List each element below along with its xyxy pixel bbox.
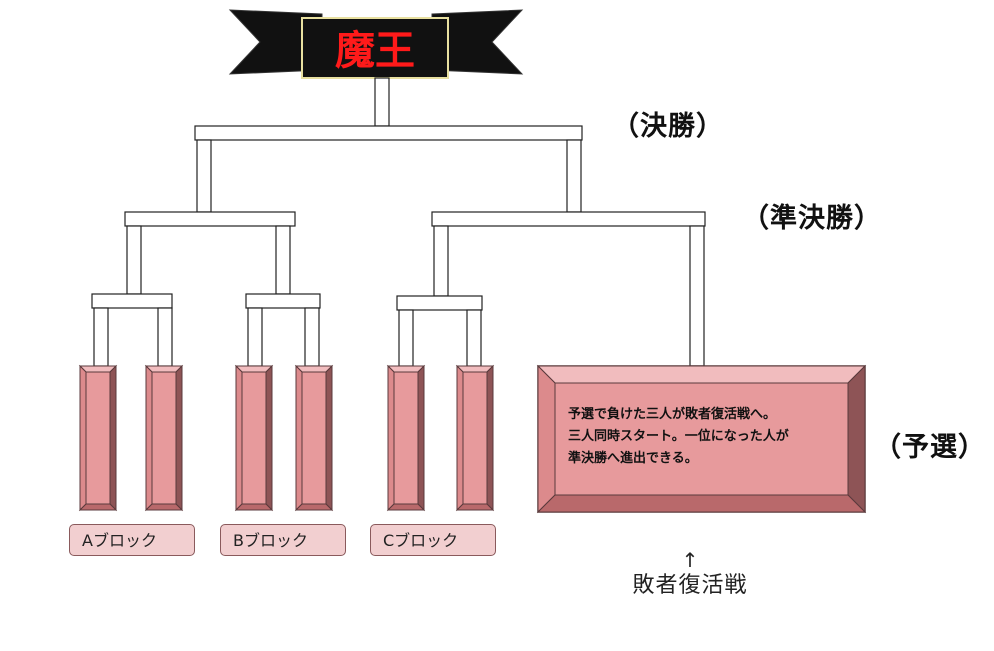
pillar-part xyxy=(145,364,153,512)
pillar-part xyxy=(235,364,243,512)
block-b-drop-2 xyxy=(304,307,320,367)
contestant-pillar xyxy=(386,364,426,512)
pillar-part xyxy=(109,364,117,512)
semifinal-right-drop-c xyxy=(433,225,449,297)
pillar-part xyxy=(78,503,118,511)
banner-stem xyxy=(374,77,390,127)
up-arrow-icon: ↑ xyxy=(681,548,699,572)
pillar-part xyxy=(144,503,184,511)
block-c-bar xyxy=(396,295,483,311)
block-c-drop-1 xyxy=(398,309,414,367)
contestant-pillar xyxy=(144,364,184,512)
repechage-bevel-top xyxy=(536,365,867,384)
semifinal-left-bar xyxy=(124,211,296,227)
pillar-part xyxy=(462,371,488,505)
semifinal-left-drop-a xyxy=(126,225,142,295)
repechage-box xyxy=(536,364,867,514)
pillar-part xyxy=(386,503,426,511)
pillar-part xyxy=(241,371,267,505)
semifinal-right-drop-box xyxy=(689,225,705,367)
contestant-pillar xyxy=(294,364,334,512)
contestant-pillar xyxy=(455,364,495,512)
pillar-part xyxy=(79,364,87,512)
pillar-part xyxy=(295,364,303,512)
semifinal-left-drop-b xyxy=(275,225,291,295)
pillar-part xyxy=(85,371,111,505)
repechage-line-1: 予選で負けた三人が敗者復活戦へ。 xyxy=(568,407,777,422)
block-label-c: Cブロック xyxy=(370,524,496,556)
repechage-bevel-right xyxy=(847,364,866,514)
stage-label-preliminary: （予選） xyxy=(874,432,986,463)
stage-label-final: （決勝） xyxy=(612,111,724,142)
pillar-part xyxy=(325,364,333,512)
block-label-a: Aブロック xyxy=(69,524,195,556)
contestant-pillars xyxy=(78,364,495,512)
repechage-bevel-left xyxy=(537,364,556,514)
repechage-line-3: 準決勝へ進出できる。 xyxy=(568,451,698,466)
pillar-part xyxy=(301,371,327,505)
pillar-part xyxy=(175,364,183,512)
repechage-note: ↑ 敗者復活戦 xyxy=(620,548,760,600)
final-bar xyxy=(194,125,583,141)
block-a-bar xyxy=(91,293,173,309)
pillar-part xyxy=(234,503,274,511)
block-b-drop-1 xyxy=(247,307,263,367)
pillar-part xyxy=(151,371,177,505)
banner-left-ribbon xyxy=(228,9,323,75)
block-a-drop-1 xyxy=(93,307,109,367)
repechage-line-2: 三人同時スタート。一位になった人が xyxy=(568,429,789,444)
repechage-box-face xyxy=(554,382,849,496)
pillar-part xyxy=(455,503,495,511)
stage-label-semifinal: （準決勝） xyxy=(742,203,882,234)
pillar-part xyxy=(265,364,273,512)
final-left-drop xyxy=(196,139,212,213)
pillar-part xyxy=(486,364,494,512)
pillar-part xyxy=(393,371,419,505)
final-right-drop xyxy=(566,139,582,213)
block-label-b: Bブロック xyxy=(220,524,346,556)
contestant-pillar xyxy=(78,364,118,512)
block-b-bar xyxy=(245,293,321,309)
repechage-caption: 敗者復活戦 xyxy=(632,573,748,598)
repechage-description: 予選で負けた三人が敗者復活戦へ。 三人同時スタート。一位になった人が 準決勝へ進… xyxy=(568,404,838,470)
repechage-bevel-bottom xyxy=(536,494,867,513)
block-c-drop-2 xyxy=(466,309,482,367)
banner-title: 魔王 xyxy=(335,28,415,74)
pillar-part xyxy=(294,503,334,511)
banner-center xyxy=(301,17,449,79)
bracket-lines xyxy=(91,77,706,367)
block-a-drop-2 xyxy=(157,307,173,367)
pillar-part xyxy=(417,364,425,512)
banner: 魔王 xyxy=(228,9,524,79)
pillar-part xyxy=(387,364,395,512)
contestant-pillar xyxy=(234,364,274,512)
semifinal-right-bar xyxy=(431,211,706,227)
pillar-part xyxy=(456,364,464,512)
